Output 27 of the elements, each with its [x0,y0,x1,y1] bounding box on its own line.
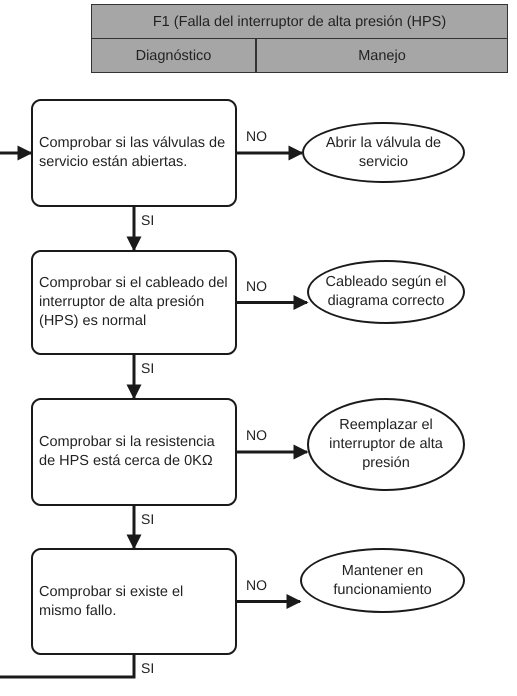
action-ellipse: Reemplazar el interruptor de alta presión [307,398,465,491]
process-box: Comprobar si la resistencia de HPS está cerca de 0KΩ [31,398,237,506]
process-box: Comprobar si existe el mismo fallo. [31,548,237,655]
edge-label: SI [140,361,156,376]
action-ellipse: Abrir la válvula de servicio [302,122,465,183]
edge-label: NO [245,428,268,444]
arrow [126,506,142,550]
action-ellipse: Cableado según el diagrama correcto [307,260,465,324]
action-ellipse: Mantener en funcionamiento [300,548,465,613]
arrow [237,146,304,160]
process-box: Comprobar si el cableado del interruptor de alta presión (HPS) es normal [31,250,237,355]
process-box: Comprobar si las válvulas de servicio están abiertas. [31,99,237,207]
edge-label: NO [245,129,268,144]
table-header: F1 (Falla del interruptor de alta presión (HPS) [91,4,508,39]
edge-label: NO [245,278,268,294]
table-header: Manejo [256,38,508,73]
table-header: Diagnóstico [91,38,256,73]
arrow [126,355,142,400]
arrow [126,207,142,252]
arrow [237,594,302,609]
arrow [237,444,308,460]
edge-label: SI [140,512,156,528]
arrow [237,295,308,310]
edge-label: NO [245,578,268,593]
arrow [0,146,32,160]
edge-label: SI [140,661,156,676]
edge-label: SI [140,213,156,228]
